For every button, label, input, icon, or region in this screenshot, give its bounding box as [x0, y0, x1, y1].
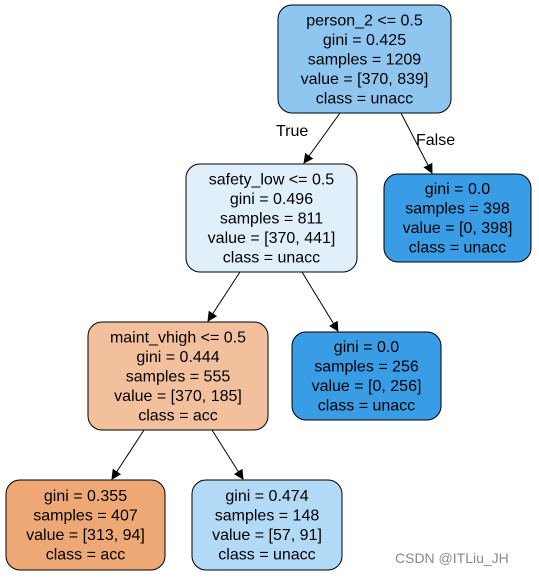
node-line: value = [0, 256] — [312, 378, 422, 395]
node-line: gini = 0.355 — [44, 488, 127, 505]
node-line: class = unacc — [316, 90, 413, 107]
node-line: samples = 811 — [220, 210, 323, 227]
node-line: gini = 0.496 — [230, 191, 313, 208]
node-line: value = [0, 398] — [403, 220, 513, 237]
node-line: class = unacc — [409, 240, 506, 257]
node-line: gini = 0.425 — [323, 32, 406, 49]
node-line: gini = 0.444 — [136, 349, 219, 366]
node-line: samples = 256 — [314, 359, 419, 376]
tree-node-n2: gini = 0.0 samples = 398 value = [0, 398] c… — [383, 173, 532, 263]
node-line: samples = 555 — [126, 368, 231, 385]
edge-n3-n5 — [111, 429, 145, 480]
tree-node-n6: gini = 0.474 samples = 148 value = [57, 91… — [191, 479, 343, 571]
node-line: class = unacc — [318, 398, 415, 415]
edge-label-true: True — [276, 123, 308, 140]
watermark: CSDN @ITLiu_JH — [395, 550, 509, 566]
node-line: samples = 407 — [33, 508, 138, 525]
node-line: samples = 148 — [215, 508, 320, 525]
node-line: gini = 0.474 — [225, 488, 308, 505]
tree-node-n0: person_2 <= 0.5 gini = 0.425 samples = 120… — [277, 4, 452, 114]
tree-node-n1: safety_low <= 0.5 gini = 0.496 samples = 8… — [185, 163, 358, 273]
node-line: value = [370, 185] — [114, 388, 242, 405]
node-line: class = acc — [138, 407, 218, 424]
edge-n0-n1 — [303, 112, 341, 164]
node-line: samples = 1209 — [308, 51, 422, 68]
node-line: samples = 398 — [405, 201, 510, 218]
node-line: gini = 0.0 — [334, 339, 399, 356]
node-box — [87, 321, 269, 431]
edge-n1-n4 — [301, 271, 339, 332]
edge-n0-n2 — [400, 112, 433, 174]
edge-n3-n6 — [211, 429, 244, 480]
node-line: value = [370, 441] — [208, 230, 336, 247]
nodes-layer: person_2 <= 0.5 gini = 0.425 samples = 120… — [5, 4, 532, 571]
node-line: value = [370, 839] — [301, 71, 429, 88]
node-box — [383, 173, 532, 263]
edge-n1-n3 — [207, 271, 241, 322]
node-line: gini = 0.0 — [425, 181, 490, 198]
tree-node-n4: gini = 0.0 samples = 256 value = [0, 256] c… — [291, 331, 442, 421]
node-box — [277, 4, 452, 114]
node-box — [5, 479, 166, 571]
node-line: safety_low <= 0.5 — [209, 171, 335, 188]
node-line: maint_vhigh <= 0.5 — [110, 329, 246, 346]
node-line: class = unacc — [218, 547, 315, 564]
tree-node-n5: gini = 0.355 samples = 407 value = [313, 9… — [5, 479, 166, 571]
node-line: class = unacc — [223, 249, 320, 266]
node-line: class = acc — [46, 547, 126, 564]
node-box — [191, 479, 343, 571]
node-line: value = [57, 91] — [212, 527, 322, 544]
tree-node-n3: maint_vhigh <= 0.5 gini = 0.444 samples = … — [87, 321, 269, 431]
node-box — [185, 163, 358, 273]
node-box — [291, 331, 442, 421]
node-line: value = [313, 94] — [26, 527, 145, 544]
edge-label-false: False — [416, 132, 455, 149]
node-line: person_2 <= 0.5 — [306, 12, 423, 29]
